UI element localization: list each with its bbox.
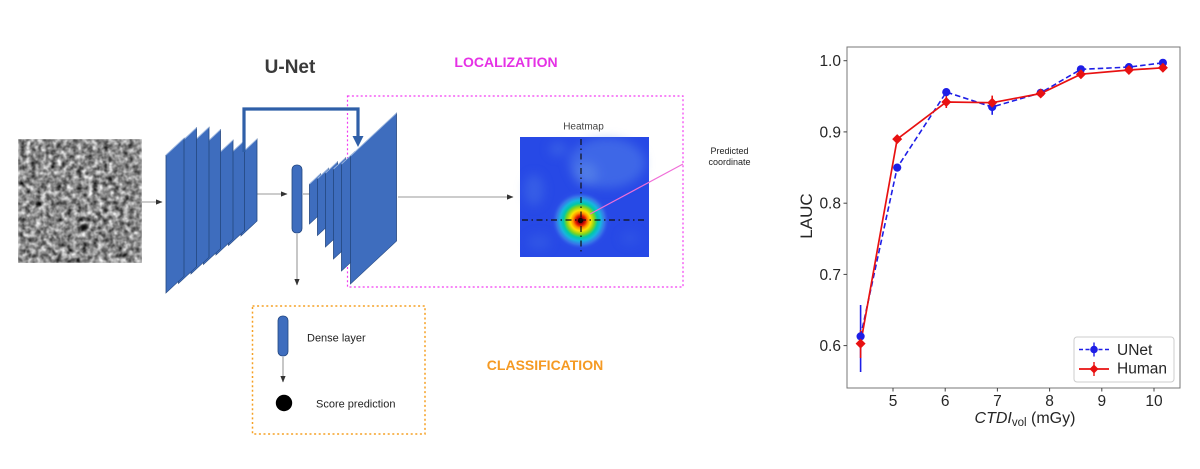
svg-text:1.0: 1.0 bbox=[819, 53, 841, 70]
svg-text:10: 10 bbox=[1145, 393, 1163, 410]
svg-text:0.9: 0.9 bbox=[819, 124, 841, 141]
svg-text:5: 5 bbox=[889, 393, 898, 410]
svg-text:0.7: 0.7 bbox=[819, 267, 841, 284]
svg-text:0.8: 0.8 bbox=[819, 196, 841, 213]
svg-text:LAUC: LAUC bbox=[797, 193, 816, 238]
svg-text:CLASSIFICATION: CLASSIFICATION bbox=[487, 357, 603, 373]
svg-text:CTDIvol (mGy): CTDIvol (mGy) bbox=[975, 410, 1076, 429]
svg-text:0.6: 0.6 bbox=[819, 338, 841, 355]
svg-text:coordinate: coordinate bbox=[708, 157, 750, 167]
svg-text:U-Net: U-Net bbox=[265, 57, 316, 78]
svg-text:8: 8 bbox=[1045, 393, 1054, 410]
svg-text:Dense layer: Dense layer bbox=[307, 333, 366, 345]
svg-text:9: 9 bbox=[1097, 393, 1106, 410]
svg-text:Predicted: Predicted bbox=[710, 146, 748, 156]
svg-text:Score prediction: Score prediction bbox=[316, 399, 396, 411]
svg-text:LOCALIZATION: LOCALIZATION bbox=[454, 54, 557, 70]
svg-text:Heatmap: Heatmap bbox=[563, 122, 604, 133]
svg-text:Human: Human bbox=[1117, 361, 1167, 378]
svg-text:UNet: UNet bbox=[1117, 342, 1153, 359]
svg-text:6: 6 bbox=[941, 393, 950, 410]
svg-text:7: 7 bbox=[993, 393, 1002, 410]
